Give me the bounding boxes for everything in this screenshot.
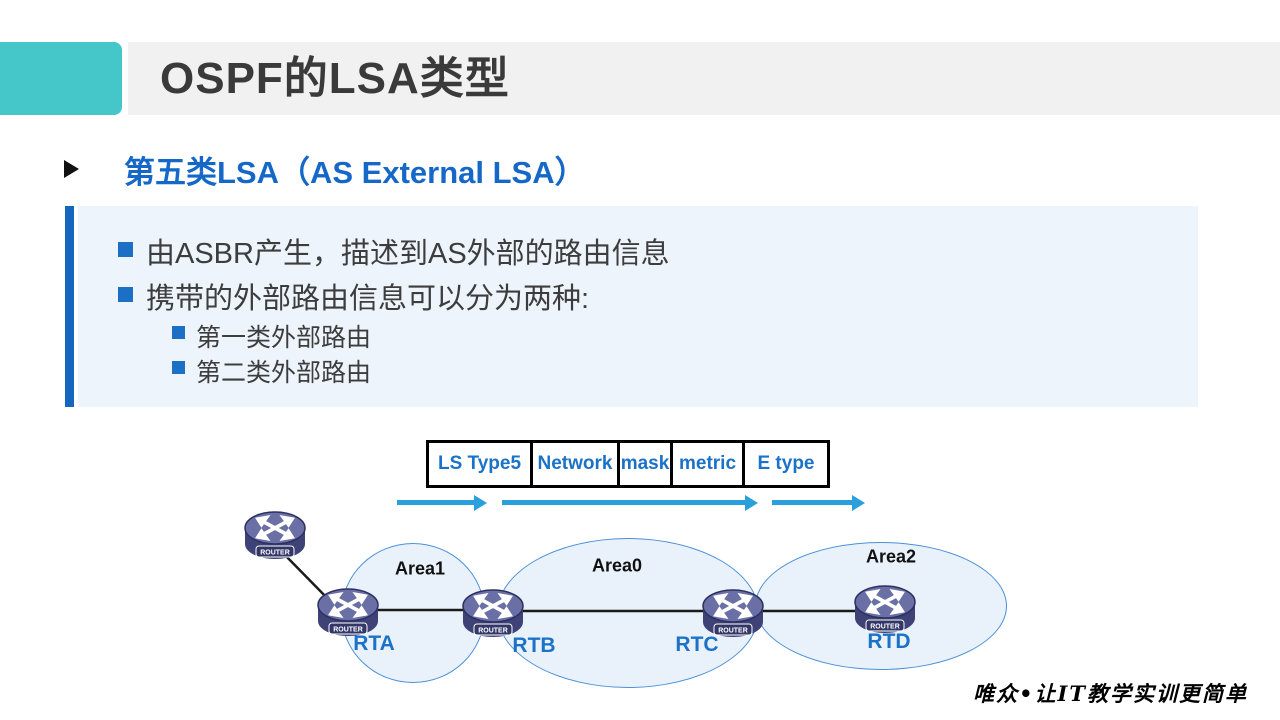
area1-label: Area1: [394, 558, 446, 579]
sub-bullet-item: 第一类外部路由: [196, 324, 372, 352]
page-title: OSPF的LSA类型: [160, 54, 510, 103]
heading-triangle-icon: [64, 160, 79, 178]
packet-field-cell: metric: [670, 440, 745, 488]
bullet-square-icon: [118, 287, 133, 302]
flow-arrow-icon: [502, 494, 758, 511]
lsa-packet-field-table: LS Type5 Network mask metric E type: [426, 440, 830, 488]
router-band-label: ROUTER: [870, 624, 900, 631]
packet-field-cell: E type: [742, 440, 830, 488]
area2-label: Area2: [865, 546, 917, 567]
router-band-label: ROUTER: [478, 628, 508, 635]
router-name-rtd: RTD: [867, 630, 911, 653]
packet-field-cell: Network: [530, 440, 620, 488]
router-rtc-icon: ROUTER: [701, 584, 765, 640]
area0-label: Area0: [591, 555, 643, 576]
bullet-square-icon: [118, 242, 133, 257]
external-router-icon: ROUTER: [243, 506, 307, 562]
flow-arrow-icon: [397, 494, 487, 511]
router-name-rtb: RTB: [512, 634, 556, 657]
bullet-square-icon: [172, 361, 185, 374]
router-band-label: ROUTER: [718, 628, 748, 635]
router-rtb-icon: ROUTER: [461, 584, 525, 640]
router-rta-icon: ROUTER: [316, 583, 380, 639]
router-band-label: ROUTER: [260, 550, 290, 557]
title-band: [128, 42, 1280, 115]
bullet-item: 携带的外部路由信息可以分为两种:: [146, 283, 590, 315]
router-band-label: ROUTER: [333, 627, 363, 634]
router-rtd-icon: ROUTER: [853, 580, 917, 636]
router-name-rtc: RTC: [675, 633, 719, 656]
bullet-item: 由ASBR产生，描述到AS外部的路由信息: [146, 238, 670, 270]
content-box: [78, 206, 1198, 407]
section-heading: 第五类LSA（AS External LSA）: [124, 155, 586, 190]
accent-block: [0, 42, 122, 115]
footer-slogan: 唯众•让IT教学实训更简单: [973, 681, 1248, 706]
bullet-square-icon: [172, 326, 185, 339]
content-box-left-bar: [65, 206, 74, 407]
sub-bullet-item: 第二类外部路由: [196, 359, 372, 387]
flow-arrow-icon: [772, 494, 865, 511]
packet-field-cell: mask: [617, 440, 673, 488]
packet-field-cell: LS Type5: [426, 440, 533, 488]
router-name-rta: RTA: [353, 632, 395, 655]
